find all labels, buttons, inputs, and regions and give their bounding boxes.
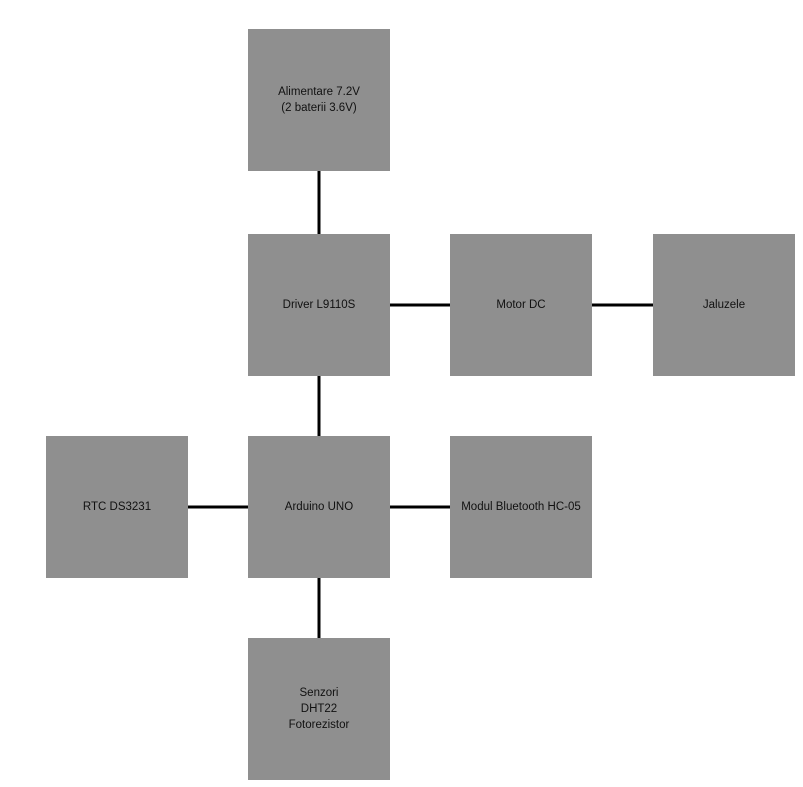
rtc-label: RTC DS3231 (82, 501, 152, 513)
arduino-block: Arduino UNO (248, 436, 390, 578)
motor-block: Motor DC (450, 234, 592, 376)
sensors-block: Senzori DHT22 Fotorezistor (248, 638, 390, 780)
blinds-block: Jaluzele (653, 234, 795, 376)
rtc-block: RTC DS3231 (46, 436, 188, 578)
driver-block: Driver L9110S (248, 234, 390, 376)
power-supply-label-line-2: (2 baterii 3.6V) (281, 102, 357, 114)
bluetooth-label: Modul Bluetooth HC-05 (461, 501, 581, 513)
arduino-label: Arduino UNO (284, 501, 354, 513)
sensors-label-line-2: DHT22 (300, 703, 338, 715)
bluetooth-block: Modul Bluetooth HC-05 (450, 436, 592, 578)
blinds-label: Jaluzele (702, 299, 746, 311)
driver-label: Driver L9110S (282, 299, 356, 311)
sensors-label-line-1: Senzori (299, 687, 339, 699)
motor-label: Motor DC (496, 299, 546, 311)
sensors-label-line-3: Fotorezistor (288, 719, 350, 731)
power-supply-label-line-1: Alimentare 7.2V (278, 86, 360, 98)
power-supply-block: Alimentare 7.2V (2 baterii 3.6V) (248, 29, 390, 171)
